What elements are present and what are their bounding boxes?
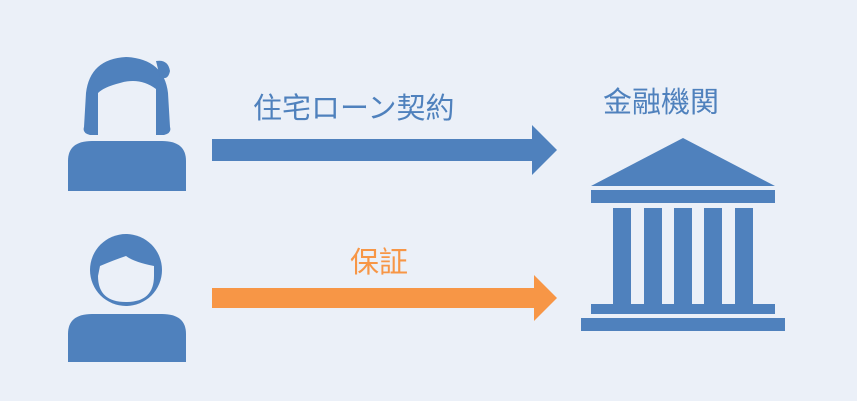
institution-label: 金融機関: [603, 85, 720, 119]
woman-person-icon: [68, 53, 186, 191]
bank-building-icon: [581, 138, 785, 331]
guarantee-label: 保証: [350, 245, 409, 279]
man-person-icon: [68, 232, 186, 362]
contract-label: 住宅ローン契約: [253, 91, 455, 125]
contract-arrow-icon: [212, 125, 557, 175]
guarantee-arrow-icon: [212, 275, 557, 321]
